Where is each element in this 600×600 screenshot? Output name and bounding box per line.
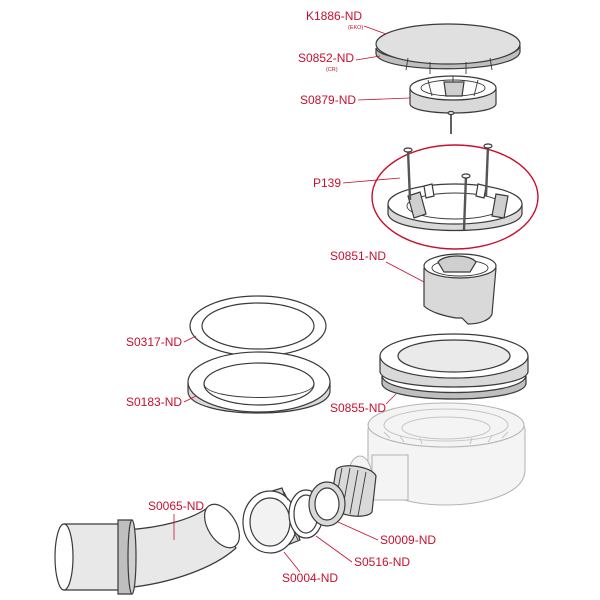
union-nut [242,487,301,554]
label-s0879: S0879-ND [300,93,411,107]
cover-cap [375,23,521,74]
svg-text:S0317-ND: S0317-ND [126,335,182,349]
label-s0183: S0183-ND [126,395,197,409]
label-k1886: K1886-ND (EKO) [306,9,387,35]
flat-ring [189,295,327,357]
svg-text:P139: P139 [313,176,341,190]
svg-text:(CR): (CR) [326,67,338,73]
label-s0855: S0855-ND [330,393,397,415]
svg-text:(EKO): (EKO) [348,25,363,31]
label-s0065: S0065-ND [148,499,204,540]
svg-text:K1886-ND: K1886-ND [306,9,362,23]
grate-holder [409,75,497,114]
svg-text:S0004-ND: S0004-ND [282,571,338,585]
highlight-ring [371,144,539,250]
svg-text:S0855-ND: S0855-ND [330,401,386,415]
svg-text:S0852-ND: S0852-ND [298,51,354,65]
label-s0009: S0009-ND [337,521,436,547]
svg-text:S0851-ND: S0851-ND [330,249,386,263]
label-s0851: S0851-ND [330,249,425,283]
odour-trap-insert [423,253,497,325]
svg-text:S0009-ND: S0009-ND [380,533,436,547]
label-s0004: S0004-ND [282,551,338,585]
svg-text:S0183-ND: S0183-ND [126,395,182,409]
center-screw [447,110,455,134]
label-s0317: S0317-ND [126,335,197,349]
thick-gasket [187,351,331,414]
outlet-flange [379,333,529,400]
label-s0516: S0516-ND [315,535,410,569]
svg-text:S0516-ND: S0516-ND [354,555,410,569]
label-p139: P139 [313,176,401,190]
svg-text:S0879-ND: S0879-ND [300,93,356,107]
label-s0852: S0852-ND (CR) [298,51,381,73]
conical-seal [308,481,346,527]
fixing-ring-set [371,143,539,250]
elbow-pipe [54,503,240,595]
svg-text:S0065-ND: S0065-ND [148,499,204,513]
